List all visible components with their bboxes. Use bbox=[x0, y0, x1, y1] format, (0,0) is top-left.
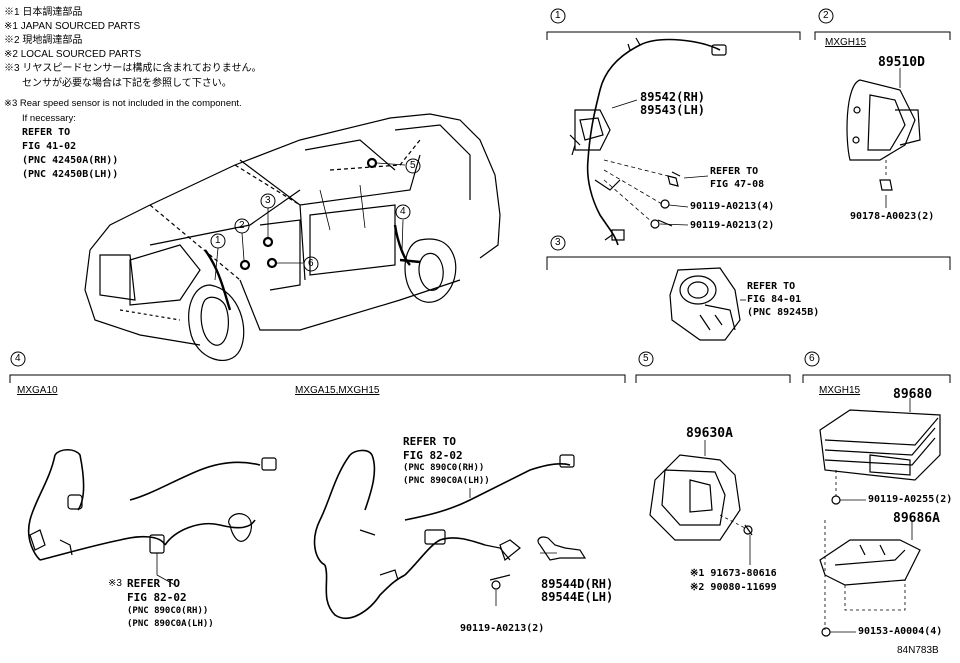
bolt-90080-11699: ※2 90080-11699 bbox=[690, 582, 777, 593]
bolt-90119-a0213-2: 90119-A0213(2) bbox=[690, 220, 775, 231]
vehicle-illustration bbox=[84, 113, 501, 361]
part-89686a: 89686A bbox=[893, 511, 940, 526]
s4-right-refer-to: REFER TO bbox=[403, 435, 456, 448]
note-japan-sourced-jp: ※1 日本調達部品 bbox=[4, 7, 83, 18]
part-89630a: 89630A bbox=[686, 426, 733, 441]
note-rear-speed-sensor-en: ※3 Rear speed sensor is not included in … bbox=[4, 98, 242, 109]
note-if-necessary: If necessary: bbox=[22, 113, 76, 124]
note-rear-speed-sensor-jp-b: センサが必要な場合は下記を参照して下さい。 bbox=[22, 78, 232, 89]
bolt-91673-80616: ※1 91673-80616 bbox=[690, 568, 777, 579]
part-89510d: 89510D bbox=[878, 55, 925, 70]
ecu-89630a bbox=[649, 440, 753, 565]
bolt-90119-a0213-4: 90119-A0213(4) bbox=[690, 201, 775, 212]
s4-right-refer-pnc-lh: (PNC 890C0A(LH)) bbox=[403, 476, 490, 486]
s4-variant-mxga10: MXGA10 bbox=[17, 385, 58, 396]
note-refer-pnc-lh: (PNC 42450B(LH)) bbox=[22, 169, 119, 180]
note-refer-to: REFER TO bbox=[22, 127, 71, 138]
bolt-90119-a0255: 90119-A0255(2) bbox=[868, 494, 953, 505]
s4-left-refer-pnc-rh: (PNC 890C0(RH)) bbox=[127, 606, 209, 616]
s1-refer-fig: FIG 47-08 bbox=[710, 179, 765, 190]
note-rear-speed-sensor-jp-a: ※3 リヤスピードセンサーは構成に含まれておりません。 bbox=[4, 63, 262, 74]
s1-refer-to: REFER TO bbox=[710, 166, 759, 177]
part-89544d-rh: 89544D(RH) bbox=[541, 577, 614, 591]
s6-variant-label: MXGH15 bbox=[819, 385, 861, 396]
section-2-number: 2 bbox=[823, 10, 829, 21]
vehicle-callout-1: 1 bbox=[215, 235, 221, 246]
vehicle-callout-3: 3 bbox=[265, 195, 271, 206]
s4-right-refer-pnc-rh: (PNC 890C0(RH)) bbox=[403, 463, 485, 473]
vehicle-callout-2: 2 bbox=[239, 220, 245, 231]
harness-mxga15 bbox=[313, 449, 587, 619]
section-4-number: 4 bbox=[15, 353, 21, 364]
s3-refer-pnc: (PNC 89245B) bbox=[747, 307, 820, 318]
vehicle-callout-6: 6 bbox=[308, 258, 314, 269]
part-89543-lh: 89543(LH) bbox=[640, 103, 706, 117]
note-japan-sourced-en: ※1 JAPAN SOURCED PARTS bbox=[4, 21, 141, 32]
s3-refer-fig: FIG 84-01 bbox=[747, 294, 802, 305]
s4-left-refer-pnc-lh: (PNC 890C0A(LH)) bbox=[127, 619, 214, 629]
vehicle-callout-5: 5 bbox=[410, 160, 416, 171]
part-89680: 89680 bbox=[893, 387, 933, 402]
sensor-assy-section3 bbox=[669, 267, 746, 341]
s3-refer-to: REFER TO bbox=[747, 281, 796, 292]
bolt-90178-a0023: 90178-A0023(2) bbox=[850, 211, 935, 222]
figure-id: 84N783B bbox=[897, 645, 939, 656]
s4-left-refer-fig: FIG 82-02 bbox=[127, 591, 187, 604]
section-5-number: 5 bbox=[643, 353, 649, 364]
bolt-90119-a0213-s4: 90119-A0213(2) bbox=[460, 623, 545, 634]
section-1-number: 1 bbox=[555, 10, 561, 21]
note-local-sourced-jp: ※2 現地調達部品 bbox=[4, 35, 83, 46]
note-refer-fig: FIG 41-02 bbox=[22, 141, 77, 152]
section-brackets bbox=[9, 8, 951, 383]
s4-variant-mxga15-mxgh15: MXGA15,MXGH15 bbox=[295, 385, 380, 396]
s4-left-refer-to: REFER TO bbox=[127, 577, 180, 590]
harness-mxga10 bbox=[27, 448, 277, 586]
part-89542-rh: 89542(RH) bbox=[640, 90, 706, 104]
s4-right-refer-fig: FIG 82-02 bbox=[403, 449, 463, 462]
note-refer-pnc-rh: (PNC 42450A(RH)) bbox=[22, 155, 119, 166]
vehicle-callout-4: 4 bbox=[400, 206, 406, 217]
note-local-sourced-en: ※2 LOCAL SOURCED PARTS bbox=[4, 49, 142, 60]
module-89510d bbox=[846, 68, 921, 208]
part-89544e-lh: 89544E(LH) bbox=[541, 590, 614, 604]
section-6-number: 6 bbox=[809, 353, 815, 364]
s4-left-ref-mark: ※3 bbox=[108, 578, 122, 589]
bolt-90153-a0004: 90153-A0004(4) bbox=[858, 626, 943, 637]
s2-variant-label: MXGH15 bbox=[825, 37, 867, 48]
section-3-number: 3 bbox=[555, 237, 561, 248]
ecu-89680 bbox=[819, 398, 941, 637]
sensor-harness-1 bbox=[569, 37, 727, 246]
